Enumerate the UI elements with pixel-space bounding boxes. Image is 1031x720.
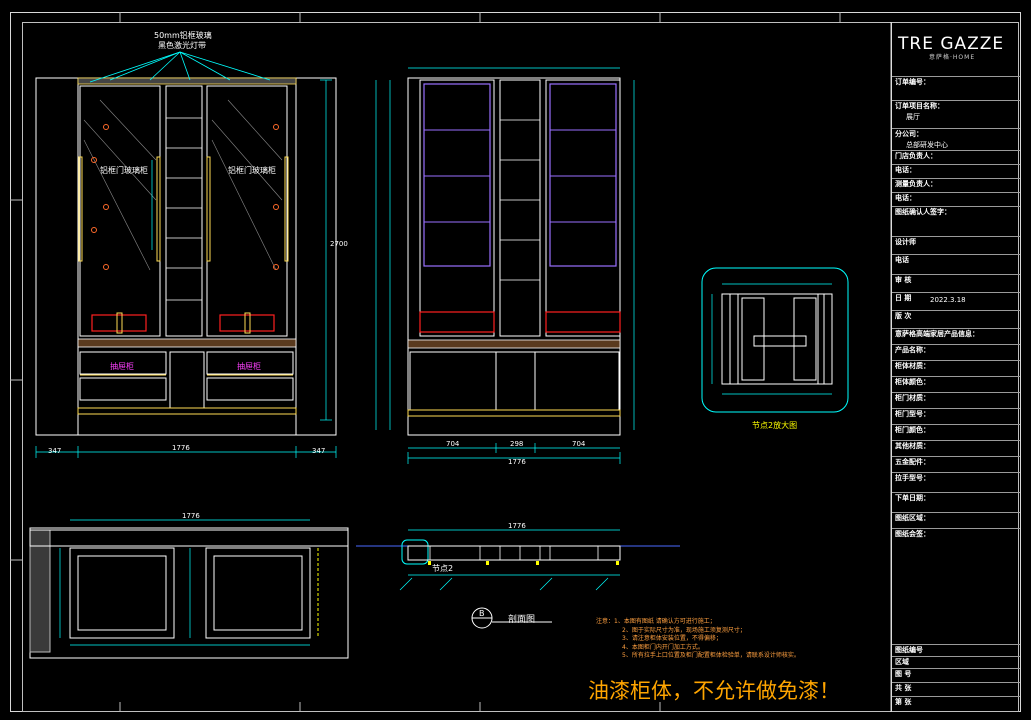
tb-order-no: 订单编号：	[892, 76, 1020, 88]
plan-view	[29, 519, 349, 659]
paint-warning: 油漆柜体，不允许做免漆！	[588, 679, 840, 703]
tb-date-value: 2022.3.18	[930, 296, 966, 304]
note-line: 3、请注意柜体安装位置，不得偏移；	[622, 635, 722, 642]
tb-store: 门店负责人：	[892, 150, 1020, 162]
tb-handle: 拉手型号：	[892, 472, 1020, 484]
brand-subtitle: 意萨格·HOME	[929, 54, 976, 61]
top-note-2: 黑色激光灯带	[158, 41, 206, 50]
tb-phone: 电话：	[892, 164, 1020, 176]
tb-designer: 设计师	[892, 236, 1020, 248]
interior-elevation	[375, 67, 635, 464]
tb-page: 第 张	[892, 696, 1020, 708]
dim-front-side-left: 347	[48, 447, 62, 455]
construction-notes: 注意：1、本图有图纸 请确认方可进行施工； 2、图于实际尺寸为准，现场施工须复测…	[596, 618, 800, 661]
drawer-label-left: 抽屉柜	[110, 362, 134, 371]
tb-company-value: 总部研发中心	[906, 141, 948, 149]
tb-review: 审 核	[892, 274, 1020, 286]
tb-door-material: 柜门材质：	[892, 392, 1020, 404]
front-elevation	[35, 51, 337, 458]
tb-drawing-area: 图纸区域：	[892, 512, 1020, 524]
dim-front-width: 1776	[172, 444, 190, 452]
tb-product-name: 产品名称：	[892, 344, 1020, 356]
dim-mid-left: 704	[446, 440, 460, 448]
tb-company: 分公司：	[892, 128, 1020, 140]
note-line: 2、图于实际尺寸为准，现场施工须复测尺寸；	[622, 626, 746, 634]
tb-order-date: 下单日期：	[892, 492, 1020, 504]
tb-product-info: 意萨格高端家居产品信息：	[892, 328, 1020, 340]
title-block: 订单编号： 订单项目名称： 展厅 分公司： 总部研发中心 门店负责人： 电话： …	[891, 22, 1020, 712]
tb-designer-sign: 图纸确认人签字：	[892, 206, 1020, 236]
tb-door-model: 柜门型号：	[892, 408, 1020, 420]
dim-plan-width: 1776	[182, 512, 200, 520]
door-label-right: 铝框门玻璃柜	[228, 166, 276, 175]
drawing-inner-border	[22, 22, 1019, 712]
section-caption: 剖面图	[508, 615, 536, 625]
tb-phone2: 电话：	[892, 192, 1020, 204]
top-note-1: 50mm铝框玻璃	[154, 31, 212, 40]
brand-logo: TRE GAZZE	[898, 34, 1005, 54]
tb-phone3: 电话	[892, 254, 1020, 266]
section-view	[356, 529, 680, 629]
dim-front-side-right: 347	[312, 447, 326, 455]
note-line: 注意：1、本图有图纸 请确认方可进行施工；	[596, 618, 716, 625]
node-detail-caption: 节点2放大图	[752, 421, 798, 430]
note-line: 5、所有拉手上口位置及柜门配置柜体检验单，请联系设计师核实。	[622, 652, 800, 659]
tb-date: 日 期	[892, 292, 1020, 304]
dim-mid-middle: 298	[510, 440, 524, 448]
tb-area: 区域	[892, 656, 1020, 668]
tb-remarks: 图纸会签：	[892, 528, 1020, 540]
dim-front-height: 2700	[330, 240, 348, 248]
door-label-left: 铝框门玻璃柜	[100, 166, 148, 175]
tb-cabinet-material: 柜体材质：	[892, 360, 1020, 372]
drawer-label-right: 抽屉柜	[237, 362, 261, 371]
section-mark: B	[479, 609, 485, 618]
tb-cabinet-color: 柜体颜色：	[892, 376, 1020, 388]
tb-edge-material: 其他材质：	[892, 440, 1020, 452]
node2-label: 节点2	[432, 564, 454, 573]
tb-version: 版 次	[892, 310, 1020, 322]
node-detail	[701, 267, 849, 413]
tb-hardware: 五金配件：	[892, 456, 1020, 468]
dim-mid-right: 704	[572, 440, 586, 448]
note-line: 4、本图柜门内开门加工方式。	[622, 643, 704, 651]
dim-mid-width: 1776	[508, 458, 526, 466]
tb-door-color: 柜门颜色：	[892, 424, 1020, 436]
tb-sheet: 共 张	[892, 682, 1020, 694]
tb-name: 图 号	[892, 668, 1020, 680]
tb-measure: 测量负责人：	[892, 178, 1020, 190]
dim-section-width: 1776	[508, 522, 526, 530]
tb-project: 订单项目名称：	[892, 100, 1020, 112]
tb-project-value: 展厅	[906, 113, 920, 121]
tb-drawing-no: 图纸编号	[892, 644, 1020, 656]
